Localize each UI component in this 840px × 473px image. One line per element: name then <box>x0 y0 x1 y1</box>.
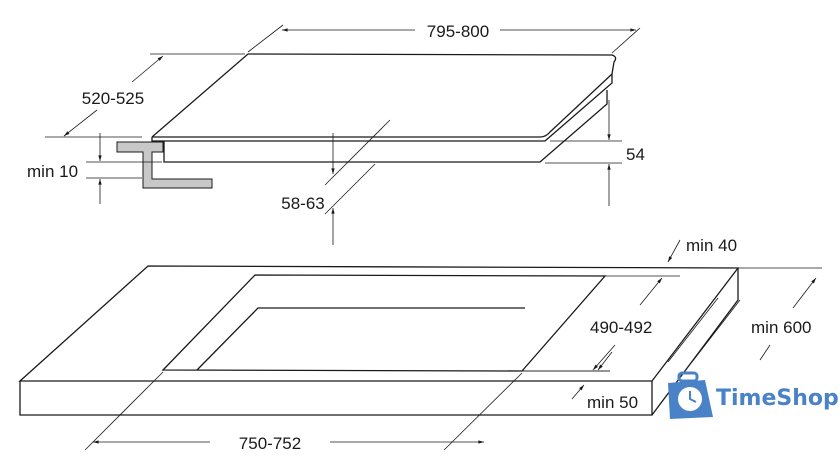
mounting-bracket <box>116 141 213 189</box>
hob-depth-label: 520-525 <box>82 89 144 108</box>
clearance-label: min 10 <box>27 162 78 181</box>
dimension-min-50: min 50 <box>522 351 652 412</box>
back-margin-label: min 40 <box>686 236 737 255</box>
dimension-depth-520: 520-525 <box>45 53 245 138</box>
dimension-58-63: 58-63 <box>281 119 391 245</box>
dimension-54: 54 <box>545 100 645 206</box>
dimension-min-40: min 40 <box>605 236 737 277</box>
hob-width-label: 795-800 <box>427 22 489 41</box>
front-margin-label: min 50 <box>587 393 638 412</box>
dimension-min-600: min 600 <box>667 267 822 363</box>
clock-bag-icon <box>668 371 713 419</box>
worktop-depth-label: min 600 <box>751 318 811 337</box>
timeshop-watermark: TimeShop <box>668 371 839 419</box>
hob-height-label: 54 <box>626 145 645 164</box>
dimension-min-10: min 10 <box>27 133 162 204</box>
watermark-text: TimeShop <box>716 386 839 411</box>
worktop-thickness-label: 58-63 <box>281 194 324 213</box>
dimension-490-492: 490-492 <box>522 277 663 372</box>
cutout-width-label: 750-752 <box>239 434 301 453</box>
dimension-width-795: 795-800 <box>247 22 641 54</box>
hob-drawing <box>151 53 617 163</box>
cutout-depth-label: 490-492 <box>590 318 652 337</box>
dimension-750-752: 750-752 <box>84 371 523 453</box>
